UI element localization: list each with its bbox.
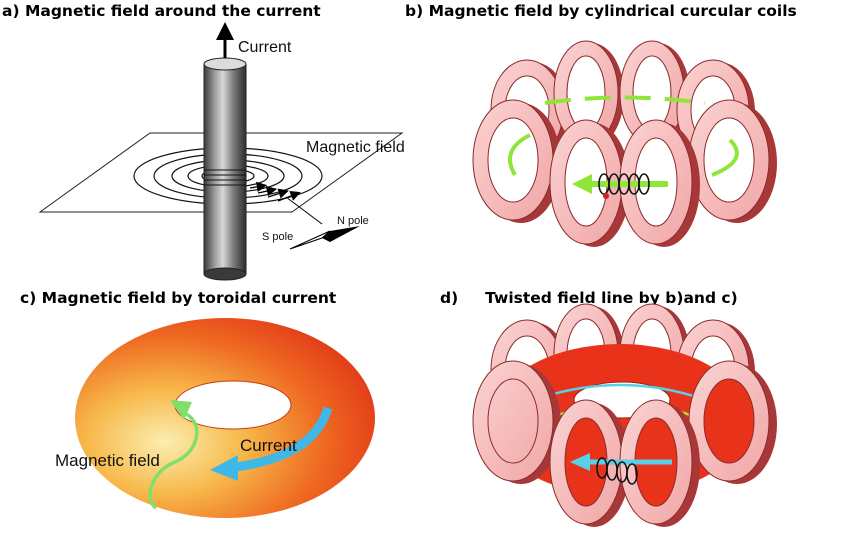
s-pole-label: S pole xyxy=(262,231,293,243)
panel-d-diagram xyxy=(472,303,777,527)
panel-c-field-label: Magnetic field xyxy=(55,451,160,470)
current-arrow-icon xyxy=(216,22,234,58)
coil-right xyxy=(688,99,777,223)
helix-icon xyxy=(598,173,650,195)
d-coil-right xyxy=(688,360,777,484)
d-coil-left xyxy=(472,360,561,484)
panel-c-diagram: Current Magnetic field xyxy=(55,318,375,518)
d-helix-icon xyxy=(596,457,638,485)
panel-a-current-label: Current xyxy=(238,39,292,56)
field-loop-arrow-icon xyxy=(170,400,192,420)
field-line-back xyxy=(544,95,706,105)
panel-a-diagram: Current Magnetic field N pole S pole xyxy=(38,22,405,281)
coil-back-center-left xyxy=(553,40,624,147)
compass-needle xyxy=(289,226,360,250)
coil-left xyxy=(472,99,561,223)
panel-a-field-label: Magnetic field xyxy=(306,139,405,156)
d-current-arrow-icon xyxy=(570,453,672,471)
panel-d-title: d) Twisted field line by b)and c) xyxy=(440,289,738,307)
panel-c-current-label: Current xyxy=(240,436,297,455)
current-dot xyxy=(603,193,609,199)
n-pole-label: N pole xyxy=(337,215,369,227)
panel-b-title: b) Magnetic field by cylindrical curcula… xyxy=(405,2,797,20)
panel-a-title: a) Magnetic field around the current xyxy=(2,2,321,20)
current-path xyxy=(229,406,333,473)
current-conductor xyxy=(203,57,247,281)
panel-b-diagram xyxy=(472,40,777,247)
current-arrow-head-icon xyxy=(210,455,238,481)
compass-leader xyxy=(285,196,323,225)
field-loop xyxy=(148,410,199,510)
coil-back-center-right xyxy=(619,40,690,147)
panel-c-title: c) Magnetic field by toroidal current xyxy=(20,289,337,307)
field-line-left xyxy=(508,133,531,177)
field-line-right xyxy=(711,138,739,177)
